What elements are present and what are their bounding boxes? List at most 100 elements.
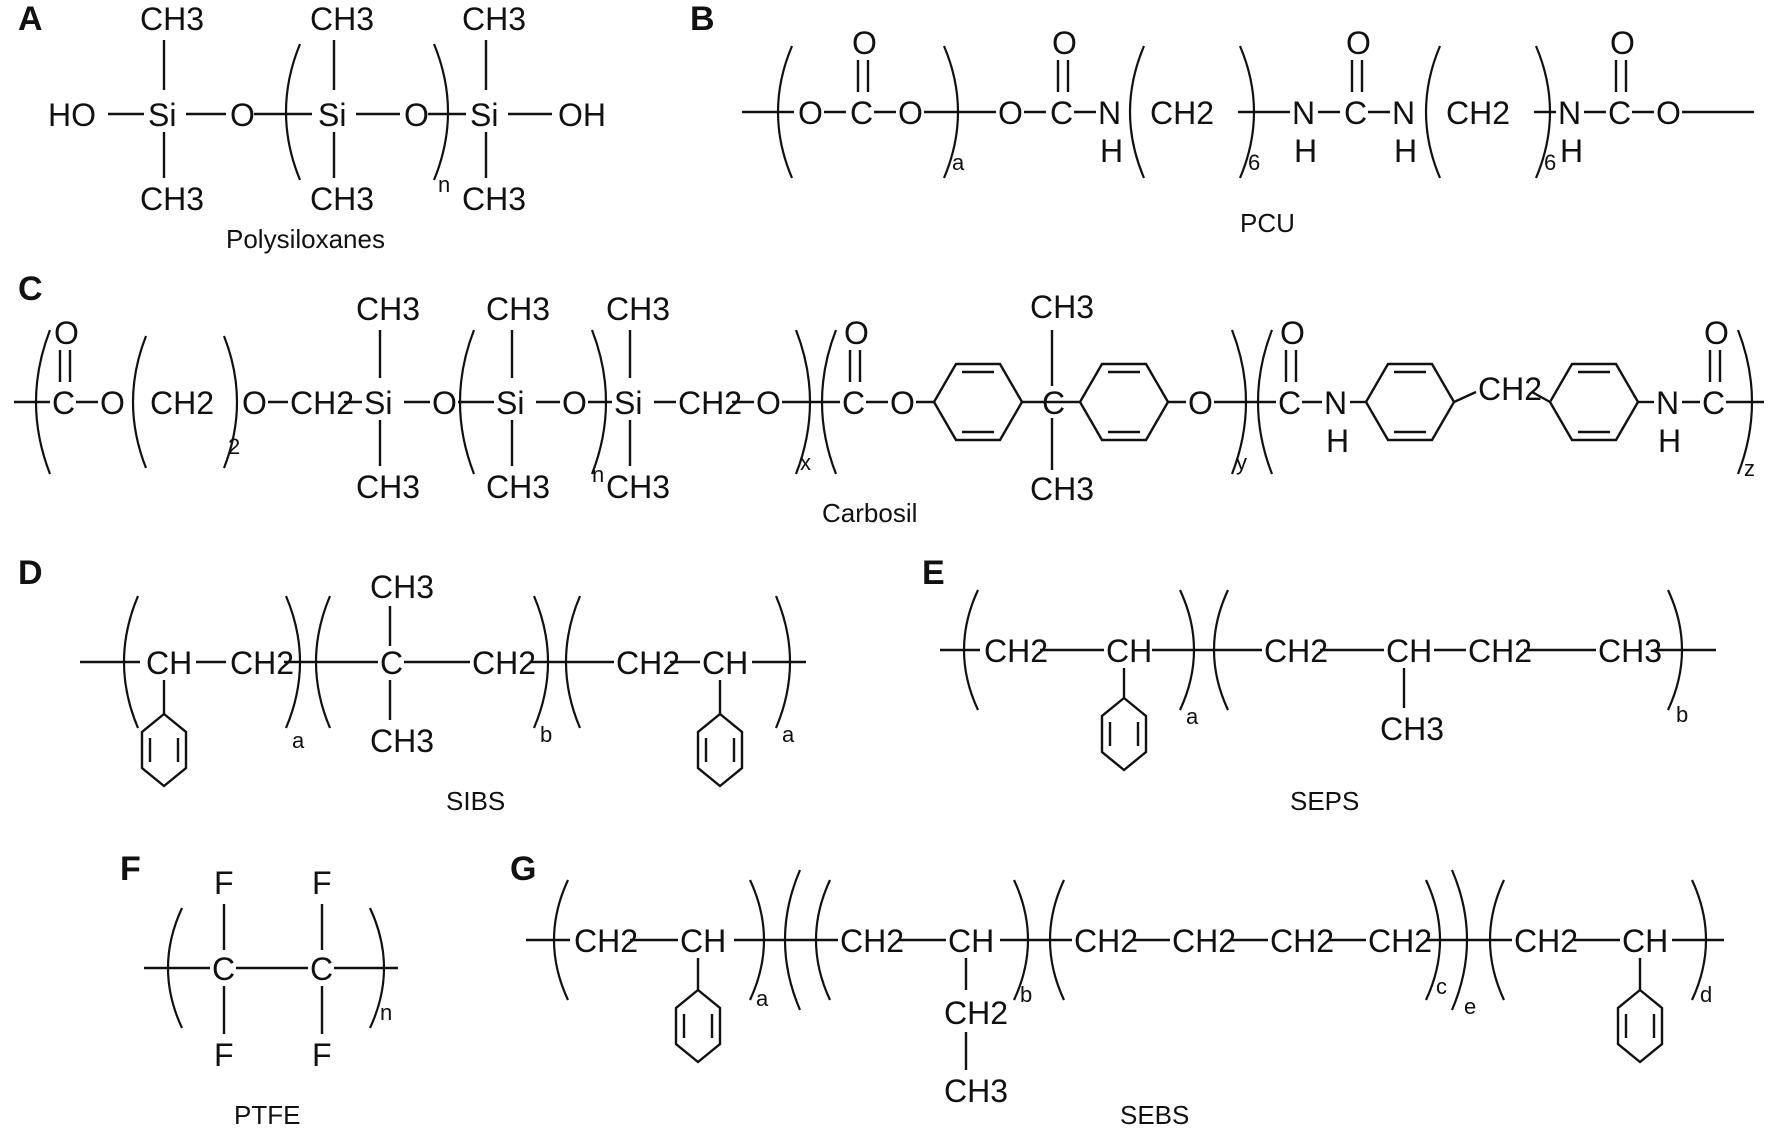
- atom-si-2: Si: [318, 97, 346, 133]
- group-ch: CH: [1622, 923, 1668, 959]
- atom-o: O: [1188, 385, 1213, 421]
- atom-n: N: [1656, 385, 1679, 421]
- panel-label-c: C: [18, 270, 43, 308]
- panel-label-f: F: [120, 850, 141, 888]
- group-ch2: CH2: [1264, 633, 1328, 669]
- atom-o: O: [242, 385, 267, 421]
- atom-o: O: [756, 385, 781, 421]
- group-ch2: CH2: [1478, 371, 1542, 407]
- benzene-ring: [1548, 362, 1640, 442]
- panel-g: G CH2 CH a CH2 CH CH2 CH3 b CH2 CH2 CH2: [510, 850, 1724, 1130]
- group-ch2: CH2: [290, 385, 354, 421]
- methyl-bottom: CH3: [370, 723, 434, 759]
- caption-ptfe: PTFE: [234, 1100, 300, 1130]
- benzene-ring: [696, 712, 744, 788]
- atom-n: N: [1292, 95, 1315, 131]
- subscript-x: x: [800, 450, 811, 475]
- panel-a: A HO Si O Si O Si OH CH3 CH3 CH3 CH3 CH3…: [18, 0, 606, 254]
- benzene-ring: [1078, 362, 1170, 442]
- subscript-a: a: [952, 150, 965, 175]
- subscript-6: 6: [1248, 150, 1260, 175]
- atom-n: N: [1392, 95, 1415, 131]
- bracket-open: [284, 43, 302, 181]
- atom-o: O: [1346, 25, 1371, 61]
- bracket-open: [962, 589, 979, 711]
- atom-f: F: [214, 865, 234, 901]
- atom-c: C: [380, 645, 403, 681]
- subscript-6: 6: [1544, 150, 1556, 175]
- atom-o: O: [898, 95, 923, 131]
- methyl-bottom: CH3: [1030, 471, 1094, 507]
- panel-label-g: G: [510, 850, 536, 888]
- bracket-close: [1736, 329, 1754, 475]
- group-ch2: CH2: [616, 645, 680, 681]
- subscript-n: n: [380, 1000, 392, 1025]
- group-ch2: CH2: [574, 923, 638, 959]
- atom-c: C: [310, 951, 333, 987]
- group-ch2: CH2: [1468, 633, 1532, 669]
- atom-h: H: [1100, 133, 1123, 169]
- bond: [1531, 390, 1551, 404]
- panel-b: B O C O O a O C O N H CH2 6 N H C O N: [690, 0, 1754, 238]
- group-ch2: CH2: [150, 385, 214, 421]
- panel-c: C C O O CH2 2 O CH2 Si CH3 CH3 O Si CH3 …: [14, 270, 1764, 528]
- group-ch3: CH3: [944, 1073, 1008, 1109]
- atom-f: F: [214, 1037, 234, 1073]
- atom-o: O: [852, 25, 877, 61]
- group-ch3: CH3: [1598, 633, 1662, 669]
- subscript-n: n: [438, 172, 450, 197]
- atom-c: C: [1050, 95, 1073, 131]
- subscript-b: b: [1676, 702, 1688, 727]
- atom-o: O: [1052, 25, 1077, 61]
- atom-si: Si: [364, 385, 392, 421]
- atom-si: Si: [496, 385, 524, 421]
- benzene-ring: [140, 712, 188, 788]
- atom-si: Si: [614, 385, 642, 421]
- subscript-z: z: [1744, 456, 1755, 481]
- methyl-top: CH3: [356, 291, 420, 327]
- atom-o: O: [998, 95, 1023, 131]
- atom-oh: OH: [558, 97, 606, 133]
- caption-seps: SEPS: [1290, 786, 1359, 816]
- benzene-ring: [1100, 696, 1148, 772]
- methyl-bottom: CH3: [606, 469, 670, 505]
- subscript-a: a: [292, 728, 305, 753]
- subscript-b: b: [1020, 982, 1032, 1007]
- atom-c: C: [1278, 385, 1301, 421]
- atom-o-2: O: [404, 97, 429, 133]
- panel-label-a: A: [18, 0, 43, 38]
- subscript-a: a: [756, 986, 769, 1011]
- group-ch2: CH2: [944, 995, 1008, 1031]
- bracket-open: [1128, 45, 1146, 179]
- group-ch2: CH2: [678, 385, 742, 421]
- atom-n: N: [1558, 95, 1581, 131]
- methyl-bottom: CH3: [356, 469, 420, 505]
- atom-o-1: O: [230, 97, 255, 133]
- bracket-open: [131, 335, 148, 469]
- atom-c: C: [1344, 95, 1367, 131]
- atom-c: C: [1608, 95, 1631, 131]
- group-ch: CH: [1106, 633, 1152, 669]
- group-ch: CH: [1386, 633, 1432, 669]
- atom-o: O: [1280, 315, 1305, 351]
- atom-h: H: [1560, 133, 1583, 169]
- bracket-open: [552, 879, 569, 1001]
- atom-o: O: [432, 385, 457, 421]
- atom-c: C: [842, 385, 865, 421]
- group-ch2: CH2: [1172, 923, 1236, 959]
- group-ch: CH: [680, 923, 726, 959]
- benzene-ring: [674, 988, 722, 1064]
- atom-o: O: [1656, 95, 1681, 131]
- methyl-bottom-1: CH3: [140, 181, 204, 217]
- subscript-a: a: [1186, 704, 1199, 729]
- group-ch: CH: [948, 923, 994, 959]
- methyl-top-3: CH3: [462, 1, 526, 37]
- methyl-top-1: CH3: [140, 1, 204, 37]
- caption-sebs: SEBS: [1120, 1100, 1189, 1130]
- bracket-open: [1424, 45, 1442, 179]
- subscript-a: a: [782, 722, 795, 747]
- atom-c: C: [1042, 385, 1065, 421]
- atom-o: O: [100, 385, 125, 421]
- panel-e: E CH2 CH a CH2 CH CH3 CH2 CH3 b SEPS: [922, 554, 1716, 816]
